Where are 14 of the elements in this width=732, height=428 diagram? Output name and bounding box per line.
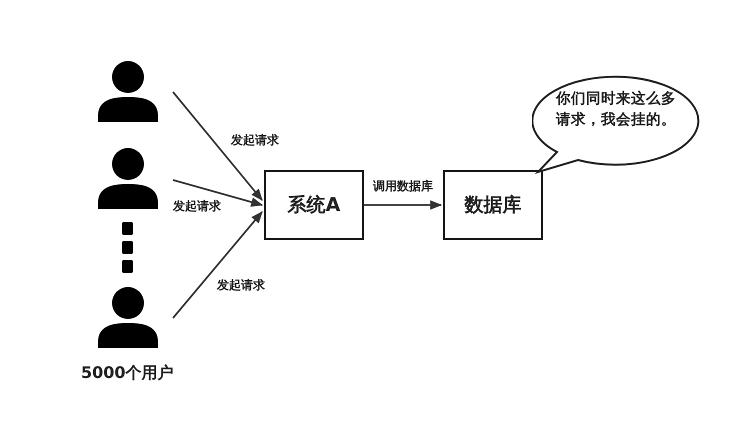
arrow: [172, 211, 263, 319]
arrow: [172, 91, 263, 201]
arrow: [172, 179, 264, 207]
database-box: 数据库: [443, 170, 543, 240]
edge-label: 发起请求: [230, 133, 280, 147]
person-icon: [96, 147, 160, 209]
arrow: [364, 200, 442, 210]
person-icon: [96, 286, 160, 348]
system-box: 系统A: [264, 170, 364, 240]
person-icon: [96, 60, 160, 122]
caption-text: 5000个用户: [80, 366, 175, 380]
edge-label: 调用数据库: [372, 179, 434, 193]
edge-label: 发起请求: [172, 199, 222, 213]
edge-label: 发起请求: [216, 278, 266, 292]
